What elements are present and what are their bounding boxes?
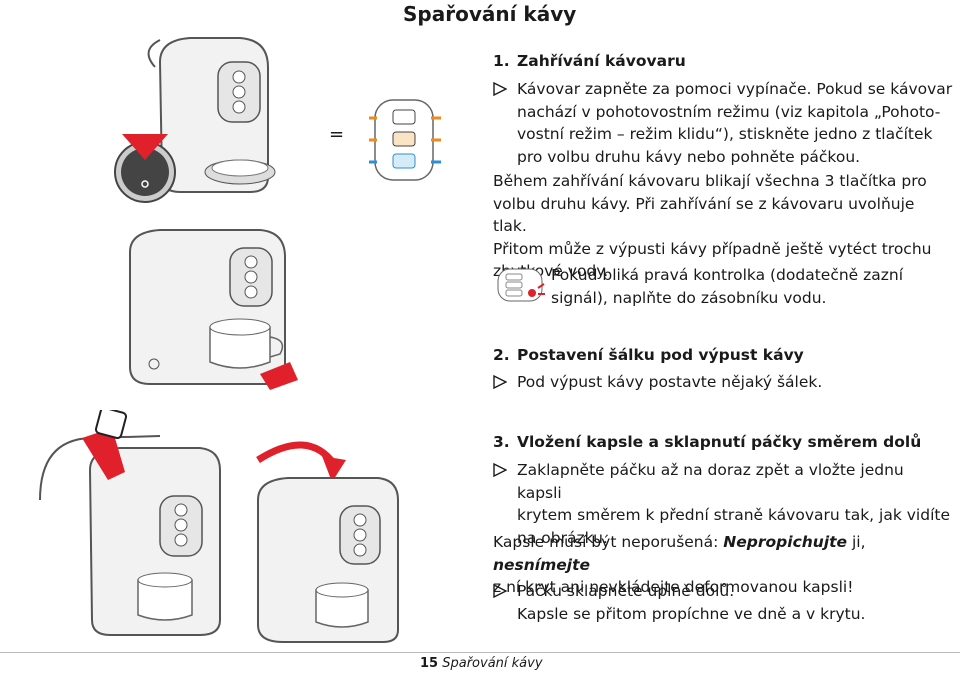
section3-bullet1: Zaklapněte páčku až na doraz zpět a vlož… bbox=[493, 459, 953, 549]
warning-emphasis-2: nesnímejte bbox=[493, 555, 591, 574]
section2-number: 2. bbox=[493, 346, 510, 364]
page-footer: 15 Spařování kávy bbox=[420, 656, 543, 671]
section1-note-line: Pokud bliká pravá kontrolka (dodatečně z… bbox=[551, 266, 904, 284]
section1-bullet-line: Kávovar zapněte za pomoci vypínače. Poku… bbox=[517, 80, 953, 98]
section3-bullet1-line: na obrázku. bbox=[517, 528, 608, 547]
section3-title: Vložení kapsle a sklapnutí páčky směrem … bbox=[517, 433, 922, 451]
section3-bullet2: Páčku sklapněte úplně dolů. Kapsle se př… bbox=[493, 580, 953, 625]
insert-arrow-icon bbox=[82, 428, 125, 480]
illustration-lever-close bbox=[256, 441, 399, 643]
warning-prefix: Kapsle musí být neporušená: bbox=[493, 533, 724, 551]
section3-bullet1-line: Zaklapněte páčku až na doraz zpět a vlož… bbox=[517, 461, 904, 502]
equals-sign: = bbox=[329, 124, 345, 145]
blinking-buttons-icon bbox=[369, 99, 441, 181]
section2-bullet: Pod výpust kávy postavte nějaký šálek. bbox=[493, 371, 953, 394]
section1-note-line: signál), naplňte do zásobníku vodu. bbox=[551, 288, 827, 307]
section1-title: Zahřívání kávovaru bbox=[517, 52, 686, 70]
section1-bullet-line: vostní režim – režim klidu“), stiskněte … bbox=[517, 125, 933, 144]
warning-emphasis-1: Nepropichujte bbox=[723, 533, 848, 551]
section2-title: Postavení šálku pod výpust kávy bbox=[517, 346, 804, 364]
section1-heading: 1. Zahřívání kávovaru bbox=[493, 52, 686, 70]
section1-number: 1. bbox=[493, 52, 510, 70]
footer-label: Spařování kávy bbox=[442, 656, 543, 671]
slide-arrow-icon bbox=[260, 362, 298, 390]
water-indicator-icon bbox=[497, 268, 545, 302]
warning-mid: ji, bbox=[847, 533, 866, 551]
illustration-capsule-insert bbox=[39, 410, 221, 636]
section1-para-line: volbu druhu kávy. Při zahřívání se z káv… bbox=[493, 194, 915, 236]
illustration-machine-power bbox=[114, 37, 276, 203]
section1-bullet-line: pro volbu druhu kávy nebo pohněte páčkou… bbox=[517, 147, 861, 166]
footer-divider bbox=[0, 652, 960, 653]
warning-line-2: z ní kryt ani nevkládejte deformovanou k… bbox=[493, 578, 854, 597]
section3-heading: 3. Vložení kapsle a sklapnutí páčky směre… bbox=[493, 433, 921, 451]
press-arrow-icon bbox=[122, 134, 168, 160]
page-title: Spařování kávy bbox=[403, 2, 577, 26]
section1-para-line: Během zahřívání kávovaru blikají všechna… bbox=[493, 172, 927, 190]
section1-note: Pokud bliká pravá kontrolka (dodatečně z… bbox=[551, 264, 951, 309]
section3-bullet1-line: krytem směrem k přední straně kávovaru t… bbox=[517, 506, 950, 525]
section1-para-line: Přitom může z výpusti kávy případně ješt… bbox=[493, 239, 932, 258]
page-number: 15 bbox=[420, 656, 439, 671]
section3-warning: Kapsle musí být neporušená: Nepropichujt… bbox=[493, 531, 958, 599]
section3-number: 3. bbox=[493, 433, 510, 451]
bullet-triangle-icon bbox=[493, 463, 507, 477]
bullet-triangle-icon bbox=[493, 375, 507, 389]
section2-bullet-text: Pod výpust kávy postavte nějaký šálek. bbox=[517, 373, 823, 391]
section2-heading: 2. Postavení šálku pod výpust kávy bbox=[493, 346, 804, 364]
section1-bullet: Kávovar zapněte za pomoci vypínače. Poku… bbox=[493, 78, 953, 168]
close-arrow-icon bbox=[322, 456, 346, 482]
bullet-triangle-icon bbox=[493, 584, 507, 598]
illustration-machine-cup bbox=[129, 229, 298, 390]
section1-bullet-line: nachází v pohotovostním režimu (viz kapi… bbox=[517, 102, 941, 121]
section3-bullet2-line: Páčku sklapněte úplně dolů. bbox=[517, 582, 735, 600]
bullet-triangle-icon bbox=[493, 82, 507, 96]
section3-bullet2-line: Kapsle se přitom propíchne ve dně a v kr… bbox=[517, 604, 866, 623]
